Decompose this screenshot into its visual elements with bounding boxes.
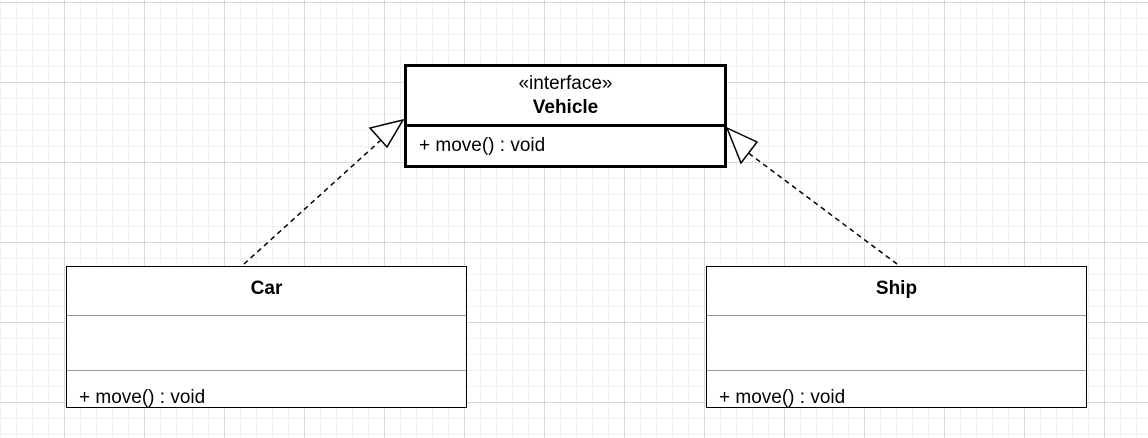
ship-name: Ship (875, 278, 918, 299)
vehicle-name: Vehicle (532, 97, 599, 118)
ship-attributes (707, 316, 1086, 371)
car-realization-arrowhead (368, 118, 405, 149)
car-header: Car (67, 267, 466, 316)
vehicle-header: «interface» Vehicle (407, 67, 724, 127)
car-attributes (67, 316, 466, 371)
vehicle-stereotype: «interface» (518, 73, 613, 94)
vehicle-operations: + move() : void (407, 127, 724, 165)
ship-realization-arrowhead (725, 126, 759, 165)
ship-operations: + move() : void (707, 371, 1086, 408)
ship-class-box[interactable]: Ship + move() : void (706, 266, 1087, 408)
car-operations: + move() : void (67, 371, 466, 408)
car-realization-line[interactable] (243, 139, 382, 265)
vehicle-interface-box[interactable]: «interface» Vehicle + move() : void (404, 64, 727, 168)
ship-header: Ship (707, 267, 1086, 316)
ship-operation-move: + move() : void (719, 387, 846, 408)
car-class-box[interactable]: Car + move() : void (66, 266, 467, 408)
ship-realization-line[interactable] (746, 151, 898, 265)
car-operation-move: + move() : void (79, 387, 206, 408)
vehicle-operation-move: + move() : void (419, 135, 546, 156)
car-name: Car (250, 278, 283, 299)
